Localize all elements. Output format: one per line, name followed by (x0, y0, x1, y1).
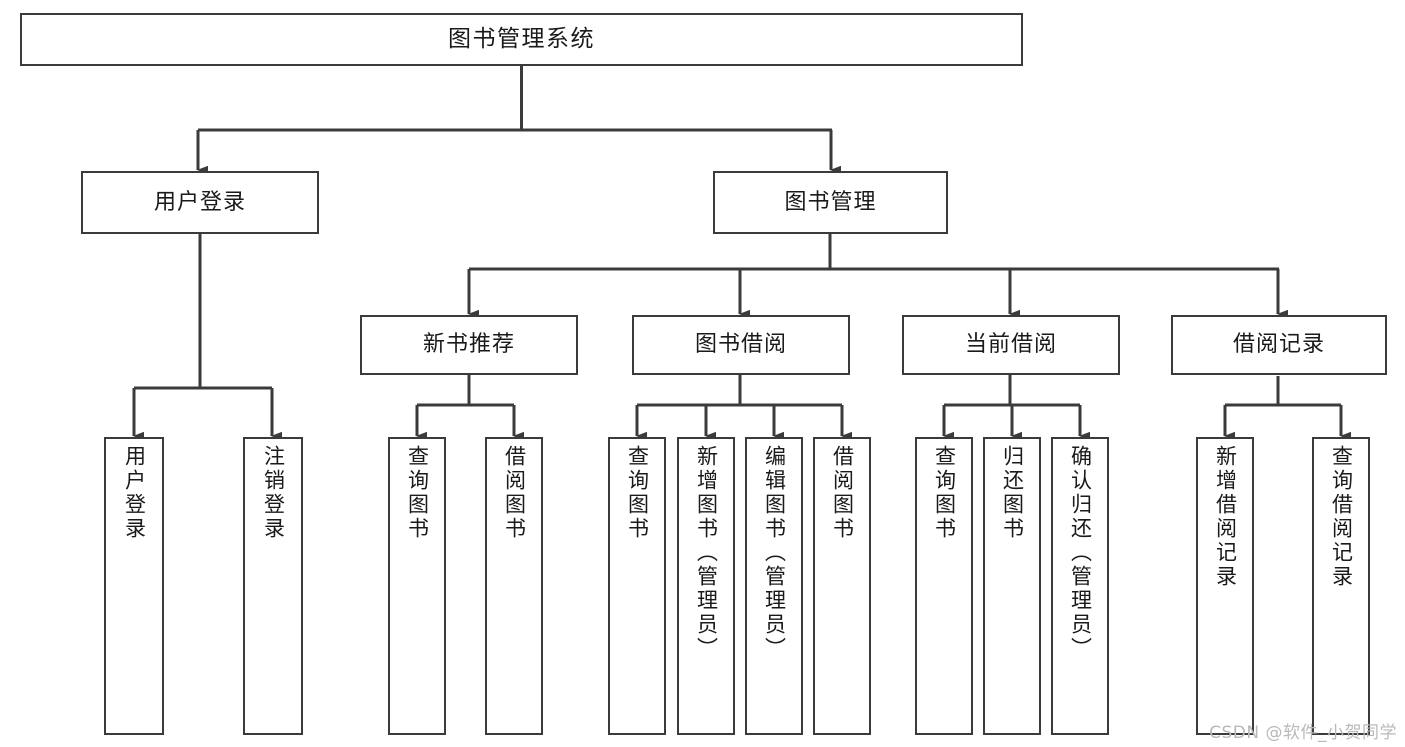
node-book-manage[interactable]: 图书管理 (713, 171, 948, 234)
node-label: 编辑图书（管理员） (762, 445, 787, 661)
node-label: 查询图书 (405, 445, 430, 541)
node-br-add-record[interactable]: 新增借阅记录 (1196, 437, 1254, 735)
node-bb-query-book[interactable]: 查询图书 (608, 437, 666, 735)
node-root-system[interactable]: 图书管理系统 (20, 13, 1023, 66)
node-new-book-recommend[interactable]: 新书推荐 (360, 315, 578, 375)
node-cb-confirm-return[interactable]: 确认归还（管理员） (1051, 437, 1109, 735)
node-user-login-do[interactable]: 用户登录 (104, 437, 164, 735)
node-label: 图书管理系统 (448, 25, 595, 52)
node-nbr-query-book[interactable]: 查询图书 (388, 437, 446, 735)
node-bb-edit-book[interactable]: 编辑图书（管理员） (745, 437, 803, 735)
node-label: 图书借阅 (694, 332, 787, 358)
node-label: 新书推荐 (422, 332, 515, 358)
node-label: 新增借阅记录 (1213, 445, 1238, 589)
csdn-watermark: CSDN @软件_小贺同学 (1209, 723, 1397, 743)
node-bb-borrow-book[interactable]: 借阅图书 (813, 437, 871, 735)
node-nbr-borrow-book[interactable]: 借阅图书 (485, 437, 543, 735)
node-label: 注销登录 (261, 445, 286, 541)
node-label: 用户登录 (153, 189, 246, 215)
node-label: 借阅图书 (502, 445, 527, 541)
node-bb-add-book[interactable]: 新增图书（管理员） (677, 437, 735, 735)
node-book-borrow[interactable]: 图书借阅 (632, 315, 850, 375)
node-label: 查询借阅记录 (1329, 445, 1354, 589)
node-label: 查询图书 (625, 445, 650, 541)
node-label: 查询图书 (932, 445, 957, 541)
node-user-login[interactable]: 用户登录 (81, 171, 319, 234)
node-label: 当前借阅 (964, 332, 1057, 358)
node-label: 确认归还（管理员） (1068, 445, 1093, 661)
node-label: 新增图书（管理员） (694, 445, 719, 661)
node-label: 图书管理 (784, 189, 877, 215)
node-label: 借阅图书 (830, 445, 855, 541)
node-user-logout[interactable]: 注销登录 (243, 437, 303, 735)
node-br-query-record[interactable]: 查询借阅记录 (1312, 437, 1370, 735)
node-label: 借阅记录 (1232, 332, 1325, 358)
node-cb-query-book[interactable]: 查询图书 (915, 437, 973, 735)
node-label: 用户登录 (122, 445, 147, 541)
node-label: 归还图书 (1000, 445, 1025, 541)
node-current-borrow[interactable]: 当前借阅 (902, 315, 1120, 375)
node-borrow-record[interactable]: 借阅记录 (1171, 315, 1387, 375)
node-cb-return-book[interactable]: 归还图书 (983, 437, 1041, 735)
